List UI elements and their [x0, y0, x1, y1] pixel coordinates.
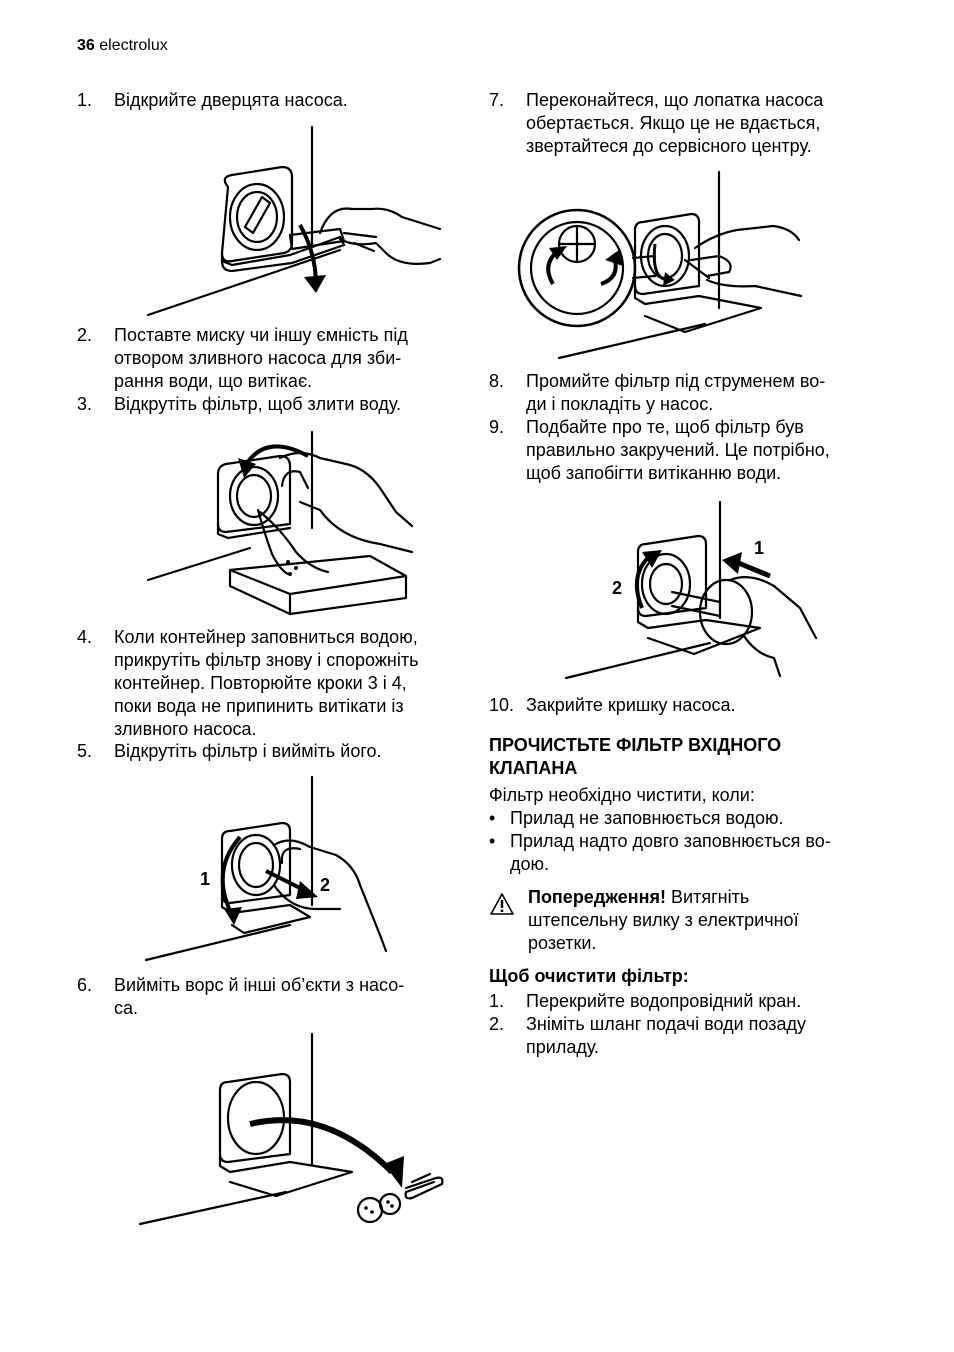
bullet-text-line: Прилад надто довго заповнюється во-	[510, 831, 831, 851]
brand-name: electrolux	[99, 37, 168, 54]
fig9-label-1: 1	[754, 538, 764, 558]
step-text: Перекрийте водопровідний кран.	[526, 991, 802, 1011]
section-intro: Фільтр необхідно чистити, коли:	[489, 785, 755, 805]
step-text-line: Переконайтеся, що лопатка насоса	[526, 90, 824, 110]
step-text-line: обертається. Якщо це не вдається,	[526, 113, 821, 133]
step-text-line: приладу.	[526, 1037, 600, 1057]
step-text-line: ди і покладіть у насос.	[526, 394, 714, 414]
step-number: 6.	[77, 975, 93, 995]
step-number: 1.	[489, 991, 505, 1011]
step-text-line: щоб запобігти витіканню води.	[526, 463, 782, 483]
step-text-line: рання води, що витікає.	[114, 371, 313, 391]
warning-line: Витягніть	[666, 887, 750, 907]
step-number: 5.	[77, 741, 93, 761]
warning-triangle-icon	[489, 892, 515, 922]
section-heading: ПРОЧИСТЬТЕ ФІЛЬТР ВХІДНОГО КЛАПАНА	[489, 734, 869, 780]
figure-remove-lint-objects	[136, 1032, 456, 1232]
figure-remove-filter: 1 2	[140, 775, 440, 970]
bullet-text-line: дою.	[510, 854, 550, 874]
step-number: 8.	[489, 371, 505, 391]
step-text-line: поки вода не припинить витікати із	[114, 696, 404, 716]
figure-impeller-rotation	[515, 168, 815, 368]
step-text-line: отвором зливного насоса для зби-	[114, 348, 402, 368]
step-text-line: Зніміть шланг подачі води позаду	[526, 1014, 806, 1034]
fig9-label-2: 2	[612, 578, 622, 598]
fig5-label-2: 2	[320, 875, 330, 895]
step-number: 2.	[77, 325, 93, 345]
step-text-line: Вийміть ворс й інші об’єкти з насо-	[114, 975, 405, 995]
fig5-label-1: 1	[200, 869, 210, 889]
bullet-icon: •	[489, 808, 496, 828]
warning-line: розетки.	[528, 933, 597, 953]
warning-text: Попередження! Витягніть штепсельну вилку…	[528, 886, 868, 955]
step-text-line: Поставте миску чи іншу ємність під	[114, 325, 408, 345]
step-text-line: звертайтеся до сервісного центру.	[526, 136, 812, 156]
page-header: 36 electrolux	[77, 37, 168, 55]
step-text-line: зливного насоса.	[114, 719, 257, 739]
bullet-text: Прилад не заповнюється водою.	[510, 808, 784, 828]
step-number: 1.	[77, 90, 93, 110]
heading-line: КЛАПАНА	[489, 758, 578, 778]
step-text: Відкрутіть фільтр і вийміть його.	[114, 741, 382, 761]
step-text-line: контейнер. Повторюйте кроки 3 і 4,	[114, 673, 407, 693]
step-text-line: Подбайте про те, щоб фільтр був	[526, 417, 804, 437]
subheading: Щоб очистити фільтр:	[489, 966, 689, 986]
warning-label: Попередження!	[528, 887, 667, 907]
step-text-line: Промийте фільтр під струменем во-	[526, 371, 826, 391]
figure-reinsert-filter: 1 2	[560, 498, 830, 683]
step-text-line: прикрутіть фільтр знову і спорожніть	[114, 650, 419, 670]
heading-line: ПРОЧИСТЬТЕ ФІЛЬТР ВХІДНОГО	[489, 735, 782, 755]
step-number: 3.	[77, 394, 93, 414]
figure-open-pump-door	[140, 125, 450, 320]
step-text-line: правильно закручений. Це потрібно,	[526, 440, 830, 460]
step-text-line: Коли контейнер заповниться водою,	[114, 627, 418, 647]
bullet-icon: •	[489, 831, 496, 851]
page-number: 36	[77, 37, 95, 54]
step-number: 10.	[489, 695, 515, 715]
step-number: 4.	[77, 627, 93, 647]
figure-unscrew-filter-drain	[140, 428, 440, 618]
step-text: Відкрийте дверцята насоса.	[114, 90, 348, 110]
warning-line: штепсельну вилку з електричної	[528, 910, 799, 930]
step-number: 2.	[489, 1014, 505, 1034]
step-text: Відкрутіть фільтр, щоб злити воду.	[114, 394, 402, 414]
step-number: 9.	[489, 417, 505, 437]
step-text-line: са.	[114, 998, 139, 1018]
step-number: 7.	[489, 90, 505, 110]
step-text: Закрийте кришку насоса.	[526, 695, 736, 715]
